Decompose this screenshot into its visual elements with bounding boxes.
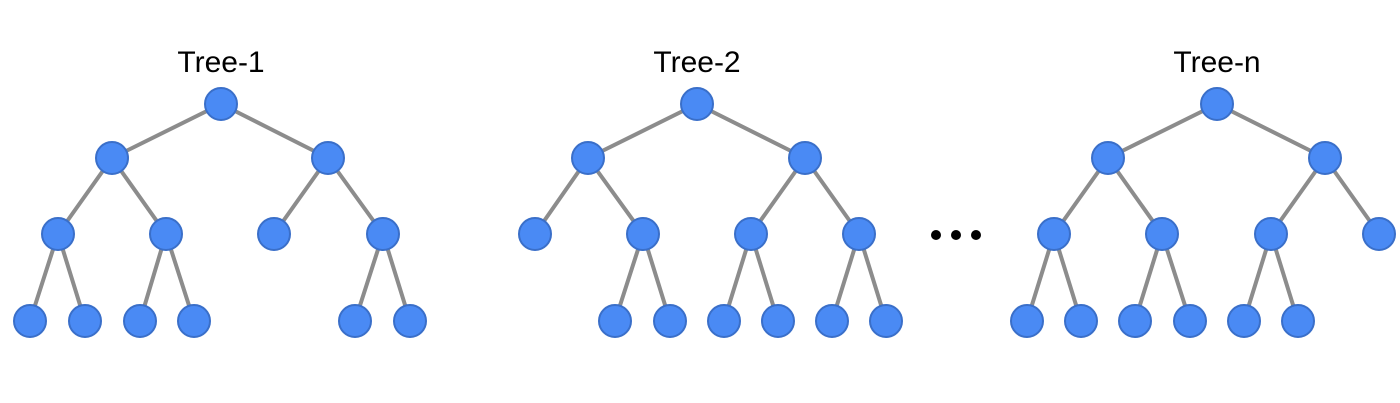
tree-1-internal-node <box>41 217 75 251</box>
tree-2-leaf-node <box>761 304 795 338</box>
tree-2-internal-node <box>571 141 605 175</box>
tree-n-title: Tree-n <box>1173 46 1260 79</box>
tree-1-internal-node <box>311 141 345 175</box>
tree-2-internal-node <box>626 217 660 251</box>
tree-nodes <box>13 87 1396 338</box>
tree-2-internal-node <box>734 217 768 251</box>
tree-1-internal-node <box>95 141 129 175</box>
tree-n-internal-node <box>1362 217 1396 251</box>
tree-2-internal-node <box>788 141 822 175</box>
ellipsis-icon <box>931 230 981 240</box>
tree-n-internal-node <box>1145 217 1179 251</box>
tree-1-leaf-node <box>123 304 157 338</box>
tree-edges <box>28 102 1381 323</box>
tree-1-leaf-node <box>68 304 102 338</box>
tree-1-leaf-node <box>338 304 372 338</box>
tree-n-leaf-node <box>1118 304 1152 338</box>
tree-2-leaf-node <box>815 304 849 338</box>
tree-1-internal-node <box>366 217 400 251</box>
tree-n-root-node <box>1200 87 1234 121</box>
tree-1-leaf-node <box>393 304 427 338</box>
tree-1-leaf-node <box>177 304 211 338</box>
tree-1-internal-node <box>257 217 291 251</box>
tree-2-leaf-node <box>653 304 687 338</box>
tree-2-leaf-node <box>869 304 903 338</box>
tree-2-edge <box>586 102 699 160</box>
tree-n-internal-node <box>1091 141 1125 175</box>
tree-1-edge <box>219 102 330 160</box>
tree-n-edge <box>1215 102 1327 160</box>
tree-n-edge <box>1106 102 1219 160</box>
tree-1-internal-node <box>149 217 183 251</box>
tree-2-leaf-node <box>598 304 632 338</box>
tree-n-internal-node <box>1254 217 1288 251</box>
tree-n-internal-node <box>1037 217 1071 251</box>
tree-2-leaf-node <box>707 304 741 338</box>
tree-n-leaf-node <box>1227 304 1261 338</box>
tree-n-leaf-node <box>1173 304 1207 338</box>
tree-1-edge <box>110 102 223 160</box>
tree-1-title: Tree-1 <box>177 46 264 79</box>
tree-2-root-node <box>680 87 714 121</box>
tree-2-title: Tree-2 <box>653 46 740 79</box>
tree-n-leaf-node <box>1064 304 1098 338</box>
tree-1-leaf-node <box>13 304 47 338</box>
tree-n-leaf-node <box>1010 304 1044 338</box>
tree-1-root-node <box>204 87 238 121</box>
tree-n-internal-node <box>1308 141 1342 175</box>
tree-2-edge <box>695 102 807 160</box>
tree-n-leaf-node <box>1281 304 1315 338</box>
tree-2-internal-node <box>842 217 876 251</box>
tree-2-internal-node <box>518 217 552 251</box>
